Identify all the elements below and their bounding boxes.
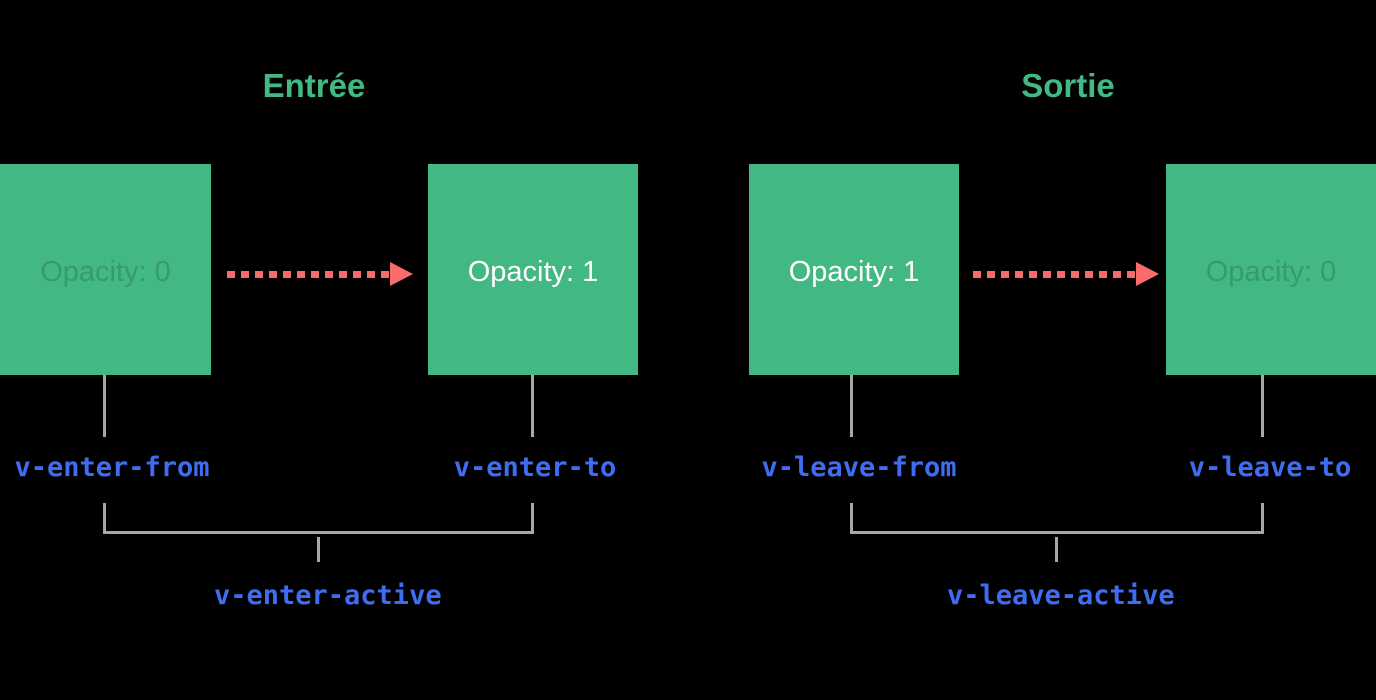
leave-section-title: Sortie	[1021, 67, 1115, 104]
leave-end-box: Opacity: 0	[1166, 164, 1376, 375]
leave-end-box-label: Opacity: 0	[1205, 256, 1337, 288]
leave-active-stem	[1055, 537, 1058, 562]
leave-from-connector	[850, 375, 853, 437]
enter-from-class-label: v-enter-from	[14, 452, 210, 483]
leave-start-box-label: Opacity: 1	[788, 256, 920, 288]
leave-to-class-label: v-leave-to	[1188, 452, 1352, 483]
enter-start-box-label: Opacity: 0	[40, 256, 171, 288]
dashed-line	[227, 271, 389, 278]
leave-transition-arrow	[973, 262, 1159, 286]
enter-active-bracket	[103, 503, 534, 534]
enter-active-stem	[317, 537, 320, 562]
leave-active-class-label: v-leave-active	[947, 580, 1175, 611]
enter-transition-arrow	[227, 262, 413, 286]
enter-from-connector	[103, 375, 106, 437]
dashed-line	[973, 271, 1135, 278]
enter-to-connector	[531, 375, 534, 437]
enter-section-title: Entrée	[262, 67, 366, 104]
leave-start-box: Opacity: 1	[749, 164, 959, 375]
leave-to-connector	[1261, 375, 1264, 437]
arrow-head-icon	[390, 262, 413, 286]
enter-end-box: Opacity: 1	[428, 164, 638, 375]
arrow-head-icon	[1136, 262, 1159, 286]
enter-active-class-label: v-enter-active	[214, 580, 442, 611]
enter-end-box-label: Opacity: 1	[467, 256, 599, 288]
leave-active-bracket	[850, 503, 1264, 534]
enter-to-class-label: v-enter-to	[453, 452, 617, 483]
leave-from-class-label: v-leave-from	[761, 452, 957, 483]
enter-start-box: Opacity: 0	[0, 164, 211, 375]
